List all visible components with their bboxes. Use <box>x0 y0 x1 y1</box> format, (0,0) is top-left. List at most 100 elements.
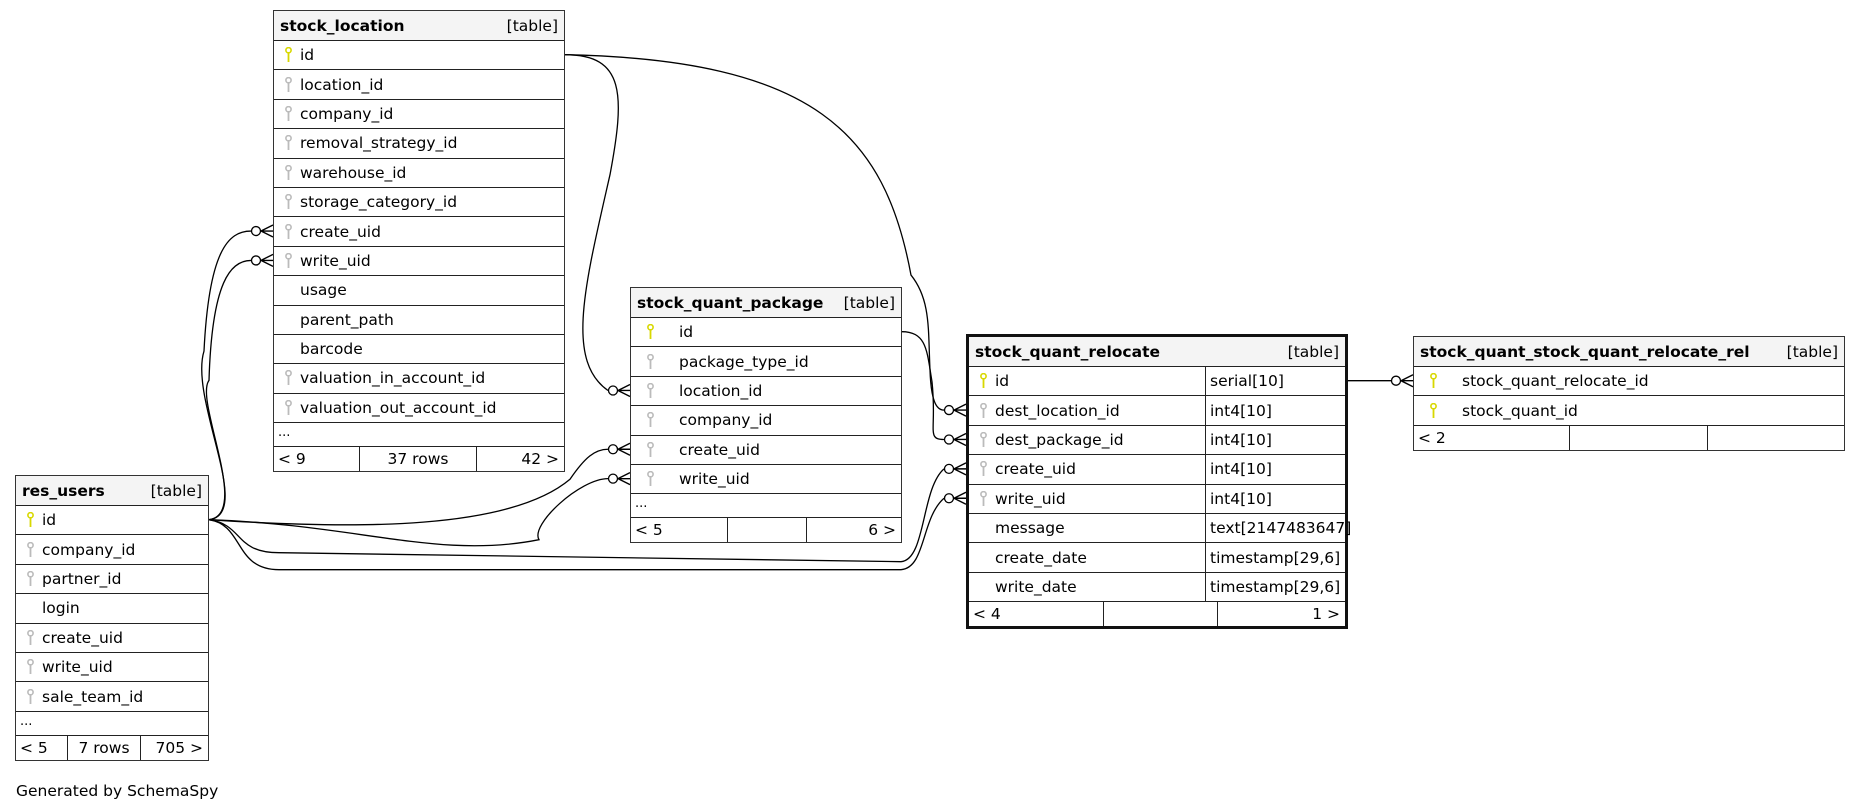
child-count-link[interactable] <box>1707 425 1843 450</box>
column-row[interactable]: usage <box>274 275 564 304</box>
column-name[interactable]: write_date <box>995 577 1077 596</box>
column-row[interactable]: location_id <box>631 375 901 405</box>
column-row[interactable]: write_uid <box>16 651 208 681</box>
column-name[interactable]: message <box>995 519 1065 538</box>
column-row[interactable]: valuation_out_account_id <box>274 392 564 422</box>
column-name[interactable]: dest_location_id <box>995 401 1120 420</box>
column-name[interactable]: stock_quant_id <box>1462 401 1578 420</box>
column-name[interactable]: package_type_id <box>679 352 809 371</box>
column-row[interactable]: location_id <box>274 69 564 98</box>
column-row[interactable]: package_type_id <box>631 346 901 375</box>
table-header[interactable]: stock_quant_relocate[table] <box>969 337 1345 366</box>
column-row[interactable]: sale_team_id <box>16 681 208 710</box>
column-name[interactable]: create_date <box>995 548 1087 567</box>
table-header[interactable]: stock_quant_package[table] <box>631 288 901 317</box>
column-name[interactable]: create_uid <box>679 440 760 459</box>
table-header[interactable]: stock_quant_stock_quant_relocate_rel[tab… <box>1414 337 1844 366</box>
column-name[interactable]: valuation_in_account_id <box>300 369 486 388</box>
column-name[interactable]: company_id <box>679 411 773 430</box>
child-count-link[interactable]: 6 > <box>806 518 900 543</box>
column-row[interactable]: create_uid <box>274 216 564 245</box>
column-name[interactable]: create_uid <box>995 460 1076 479</box>
column-name[interactable]: create_uid <box>42 628 123 647</box>
column-name[interactable]: storage_category_id <box>300 193 458 212</box>
column-name[interactable]: id <box>300 46 315 65</box>
column-row[interactable]: id <box>631 317 901 346</box>
column-name[interactable]: write_uid <box>679 470 750 489</box>
column-name[interactable]: id <box>995 372 1010 391</box>
column-name[interactable]: location_id <box>300 75 384 94</box>
column-row[interactable]: removal_strategy_id <box>274 128 564 157</box>
table-header[interactable]: stock_location[table] <box>274 11 564 40</box>
column-row[interactable]: company_id <box>16 534 208 563</box>
column-row[interactable]: partner_id <box>16 563 208 593</box>
column-row[interactable]: id <box>16 505 208 534</box>
parent-count-link[interactable]: < 9 <box>278 450 306 469</box>
column-name[interactable]: company_id <box>42 540 136 559</box>
column-name[interactable]: dest_package_id <box>995 430 1124 449</box>
column-row[interactable]: company_id <box>631 405 901 434</box>
column-name[interactable]: write_uid <box>42 658 113 677</box>
column-name[interactable]: location_id <box>679 381 763 400</box>
more-columns-indicator[interactable]: ... <box>631 493 901 517</box>
column-row[interactable]: parent_path <box>274 304 564 334</box>
table-name[interactable]: res_users <box>22 481 105 500</box>
parent-count-link[interactable]: < 2 <box>1418 428 1446 447</box>
table-name[interactable]: stock_quant_package <box>637 293 824 312</box>
table-name[interactable]: stock_quant_stock_quant_relocate_rel <box>1420 342 1750 361</box>
parent-count-link[interactable]: < 5 <box>20 738 48 757</box>
column-row[interactable]: warehouse_id <box>274 157 564 187</box>
column-row[interactable]: company_id <box>274 98 564 128</box>
column-row[interactable]: login <box>16 593 208 622</box>
child-count-link[interactable]: 42 > <box>476 447 563 472</box>
table-stock-quant-stock-quant-relocate-rel[interactable]: stock_quant_stock_quant_relocate_rel[tab… <box>1413 336 1845 451</box>
parent-count-link[interactable]: < 4 <box>973 605 1001 624</box>
column-name[interactable]: create_uid <box>300 222 381 241</box>
column-row[interactable]: stock_quant_id <box>1414 395 1844 424</box>
column-row[interactable]: valuation_in_account_id <box>274 363 564 392</box>
column-name[interactable]: company_id <box>300 104 394 123</box>
column-row[interactable]: barcode <box>274 333 564 363</box>
column-name[interactable]: id <box>42 511 57 530</box>
column-name[interactable]: valuation_out_account_id <box>300 398 497 417</box>
column-name[interactable]: sale_team_id <box>42 687 144 706</box>
column-name[interactable]: removal_strategy_id <box>300 134 458 153</box>
child-count-link[interactable]: 1 > <box>1217 602 1344 627</box>
column-name[interactable]: write_uid <box>995 489 1066 508</box>
column-name[interactable]: write_uid <box>300 251 371 270</box>
parent-count-link[interactable]: < 5 <box>635 521 663 540</box>
child-count-link[interactable]: 705 > <box>140 735 207 760</box>
column-row[interactable]: create_uid <box>631 434 901 464</box>
column-row[interactable]: id <box>274 40 564 69</box>
column-name[interactable]: partner_id <box>42 569 122 588</box>
column-name[interactable]: usage <box>300 281 347 300</box>
column-name[interactable]: login <box>42 599 80 618</box>
more-columns-indicator[interactable]: ... <box>274 422 564 446</box>
table-stock-quant-package[interactable]: stock_quant_package[table]id package_type… <box>630 287 902 544</box>
table-name[interactable]: stock_quant_relocate <box>975 342 1161 361</box>
column-row[interactable]: stock_quant_relocate_id <box>1414 366 1844 395</box>
column-name[interactable]: barcode <box>300 340 363 359</box>
column-row[interactable]: create_uid <box>16 622 208 652</box>
column-name[interactable]: warehouse_id <box>300 163 407 182</box>
table-header[interactable]: res_users[table] <box>16 476 208 505</box>
column-name[interactable]: parent_path <box>300 310 394 329</box>
column-name[interactable]: stock_quant_relocate_id <box>1462 372 1649 391</box>
column-name[interactable]: id <box>679 323 694 342</box>
column-row[interactable]: write_uid <box>631 463 901 493</box>
column-row[interactable]: write_uid <box>274 245 564 275</box>
column-row[interactable]: storage_category_id <box>274 186 564 216</box>
table-name[interactable]: stock_location <box>280 16 405 35</box>
more-columns-indicator[interactable]: ... <box>16 710 208 735</box>
